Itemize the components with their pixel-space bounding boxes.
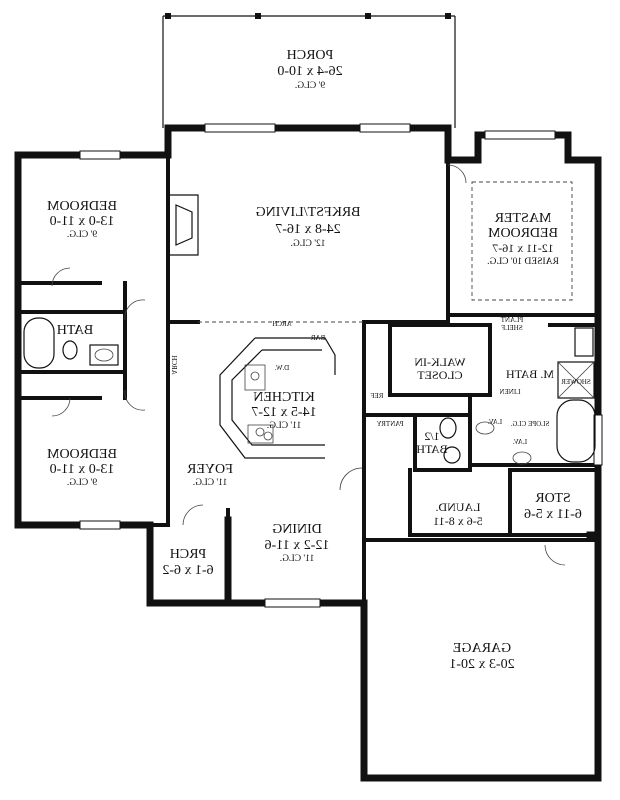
walkin-label-2: CLOSET [417, 368, 463, 382]
halfbath-label-1: 1/2 [424, 429, 439, 443]
bedroom2-clg: 9' CLG. [67, 478, 97, 488]
room-labels: PORCH 26-4 x 10-0 9' CLG. BRKFST/LIVING … [46, 48, 590, 672]
dining-size: 12-2 x 11-6 [265, 538, 330, 553]
foyer-clg: 11' CLG. [193, 478, 228, 488]
bedroom1-size: 13-0 x 11-0 [50, 214, 115, 229]
kitchen-size: 14-5 x 12-7 [251, 405, 316, 420]
dw-label: D.W. [274, 364, 289, 372]
plant-shelf-label-2: SHELF [501, 324, 523, 332]
bedroom2-size: 13-0 x 11-0 [50, 462, 115, 477]
kitchen-label: KITCHEN [253, 390, 314, 405]
living-label: BRKFST/LIVING [255, 205, 360, 220]
bedroom2-label: BEDROOM [46, 447, 117, 462]
lav-label-1: LAV. [488, 418, 503, 426]
arch-prch-label: ARCH [190, 600, 209, 608]
lav-label-2: LAV. [513, 438, 528, 446]
porch-clg: 9' CLG. [295, 81, 325, 91]
foyer-label: FOYER [186, 462, 233, 477]
half-bath-fixtures [439, 417, 461, 464]
plant-shelf-label-1: PLANT [500, 316, 523, 324]
prch-size: 6-1 x 6-2 [162, 563, 213, 578]
prch-label: PRCH [170, 547, 207, 562]
garage-label: GARAGE [453, 641, 511, 656]
door-swings [51, 164, 566, 566]
master-size: 12-11 x 16-7 [492, 241, 554, 255]
master-label-1: MASTER [494, 211, 551, 226]
master-label-2: BEDROOM [487, 226, 558, 241]
interior-walls [16, 126, 600, 605]
living-size: 24-8 x 16-7 [275, 222, 340, 237]
raised-ceiling-outline [471, 181, 573, 301]
porch-label: PORCH [287, 48, 334, 63]
shower-label: SHOWER [561, 378, 591, 386]
bedroom1-clg: 9' CLG. [67, 230, 97, 240]
walkin-label-1: WALK-IN [414, 355, 466, 369]
arch-top-label: ARCH [272, 320, 291, 328]
bath-fixtures [23, 317, 119, 369]
dining-label: DINING [272, 522, 322, 537]
porch-area [162, 13, 456, 128]
laund-label: LAUND. [436, 500, 481, 514]
kitchen-clg: 11' CLG. [267, 421, 302, 431]
pantry-label: PANTRY [377, 420, 404, 428]
bath-label: BATH [57, 323, 94, 338]
kitchen-island [219, 337, 336, 459]
mbath-label: M. BATH [506, 367, 554, 381]
stor-label: STOR [535, 491, 571, 506]
dining-clg: 11' CLG. [280, 554, 315, 564]
bedroom1-label: BEDROOM [46, 199, 117, 214]
linen-label: LINEN [500, 388, 521, 396]
master-clg: RAISED 10' CLG. [487, 257, 559, 267]
ref-label: REF [370, 392, 383, 400]
windows [79, 123, 603, 608]
halfbath-label-2: BATH [416, 442, 448, 456]
porch-size: 26-4 x 10-0 [277, 64, 342, 79]
arch-side-label: ARCH [170, 355, 178, 374]
laund-size: 5-6 x 8-11 [433, 514, 483, 528]
living-clg: 12' CLG. [291, 239, 326, 249]
fireplace [167, 194, 199, 256]
master-bath-fixtures [475, 327, 596, 465]
bar-label: BAR [310, 334, 325, 342]
stor-size: 6-11 x 5-6 [524, 507, 582, 522]
slope-clg-label: SLOPE CLG. [510, 420, 549, 428]
garage-size: 20-3 x 20-1 [449, 657, 514, 672]
